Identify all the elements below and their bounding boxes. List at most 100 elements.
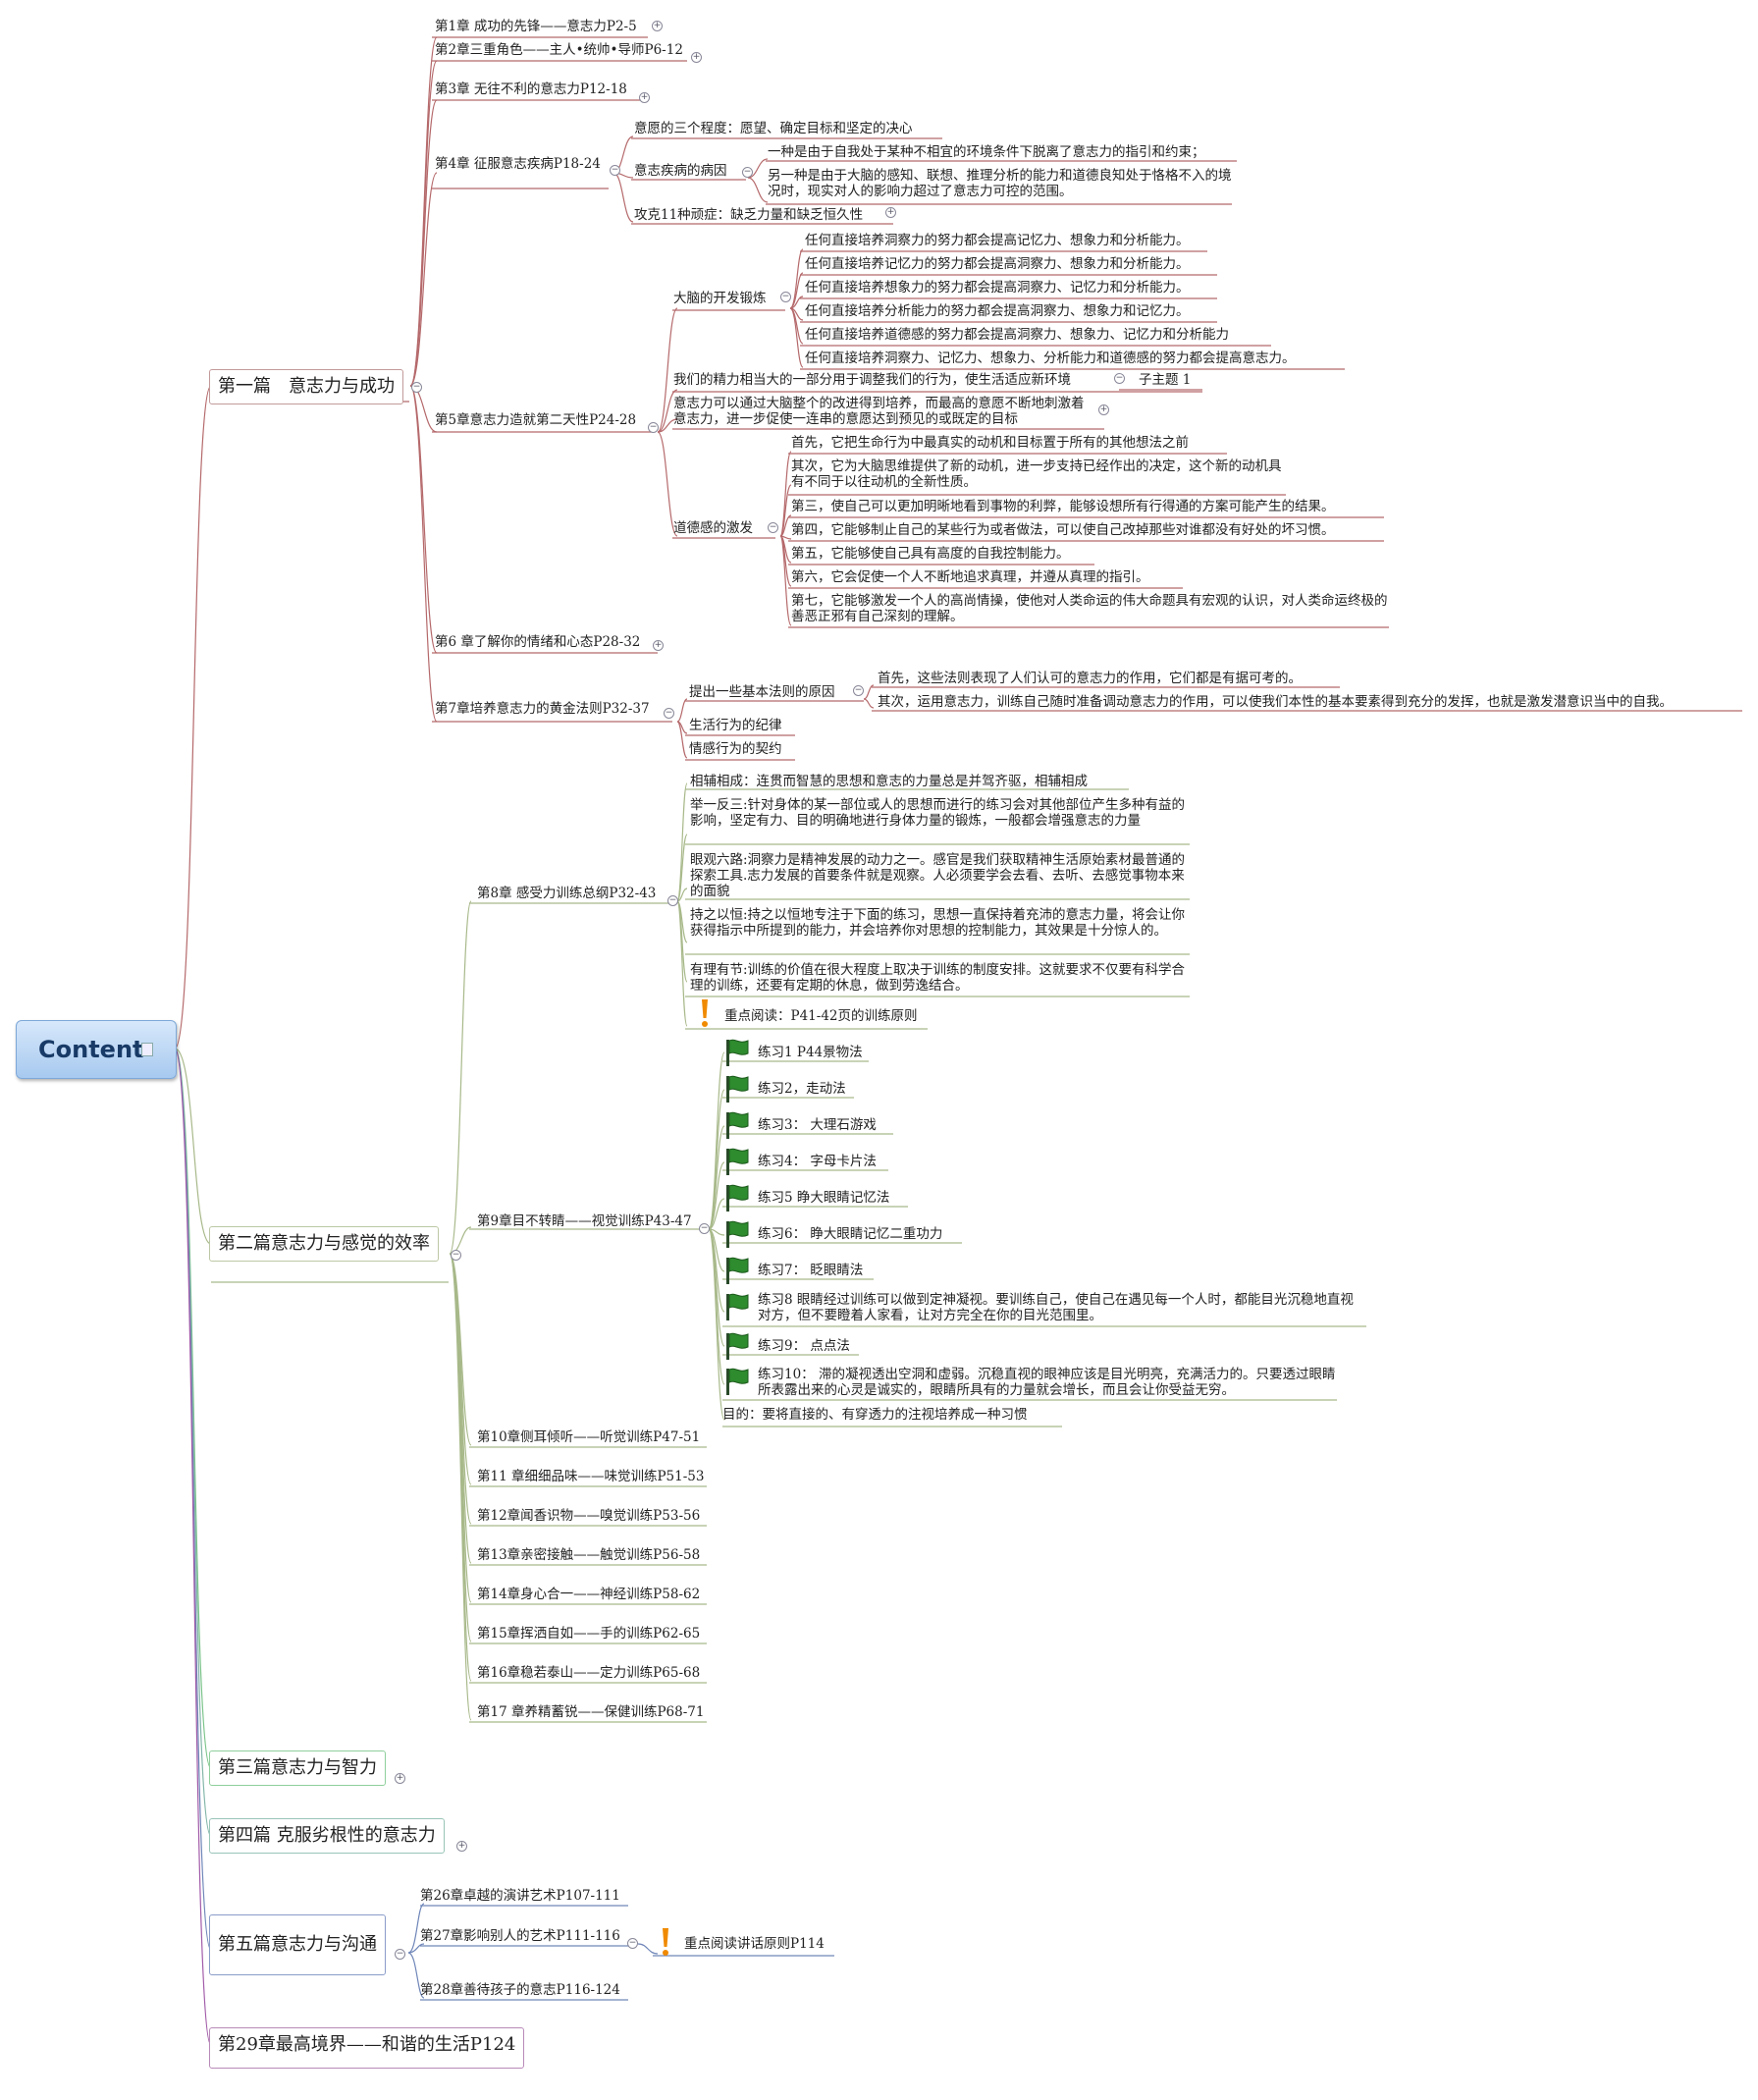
exercise-item[interactable]: 练习5 睁大眼睛记忆法 <box>758 1190 890 1206</box>
ch7-contract[interactable]: 情感行为的契约 <box>689 741 782 757</box>
chapter-8[interactable]: 第8章 感受力训练总纲P32-43 <box>477 886 657 901</box>
chapter-12[interactable]: 第12章闻香识物——嗅觉训练P53-56 <box>477 1508 701 1524</box>
exercise-item[interactable]: 练习3： 大理石游戏 <box>758 1117 877 1133</box>
ch8-item[interactable]: 相辅相成：连贯而智慧的思想和意志的力量总是并驾齐驱，相辅相成 <box>690 774 1088 789</box>
collapse-toggle-icon[interactable]: − <box>610 165 620 176</box>
expand-toggle-icon[interactable]: + <box>1098 404 1109 415</box>
expand-toggle-icon[interactable]: + <box>639 92 650 103</box>
ch5-moral[interactable]: 道德感的激发 <box>673 520 753 536</box>
collapse-toggle-icon[interactable]: − <box>627 1938 638 1949</box>
moral-item[interactable]: 第六，它会促使一个人不断地追求真理，并遵从真理的指引。 <box>791 569 1149 585</box>
central-topic[interactable]: Content <box>16 1020 177 1079</box>
chapter-7[interactable]: 第7章培养意志力的黄金法则P32-37 <box>435 701 650 717</box>
chapter-16[interactable]: 第16章稳若泰山——定力训练P65-68 <box>477 1665 701 1681</box>
chapter-5[interactable]: 第5章意志力造就第二天性P24-28 <box>435 412 637 428</box>
chapter-2[interactable]: 第2章三重角色——主人•统帅•导师P6-12 <box>435 42 683 58</box>
ch27-key-reading[interactable]: 重点阅读讲话原则P114 <box>684 1936 825 1952</box>
ch7-reason[interactable]: 提出一些基本法则的原因 <box>689 684 835 700</box>
ch4-ills[interactable]: 攻克11种顽症：缺乏力量和缺乏恒久性 <box>634 207 864 223</box>
ch8-item[interactable]: 眼观六路:洞察力是精神发展的动力之一。感官是我们获取精神生活原始素材最普通的探索… <box>690 852 1186 899</box>
brain-item[interactable]: 任何直接培养道德感的努力都会提高洞察力、想象力、记忆力和分析能力 <box>805 327 1229 343</box>
exercise-item[interactable]: 练习10： 滞的凝视透出空洞和虚弱。沉稳直视的眼神应该是目光明亮，充满活力的。只… <box>758 1367 1336 1398</box>
collapse-toggle-icon[interactable]: − <box>411 382 422 393</box>
ch8-item[interactable]: 持之以恒:持之以恒地专注于下面的练习，思想一直保持着充沛的意志力量，将会让你获得… <box>690 907 1186 939</box>
part-topic-5[interactable]: 第五篇意志力与沟通 <box>209 1914 386 1975</box>
ch4-causes[interactable]: 意志疾病的病因 <box>634 163 727 179</box>
ch8-item[interactable]: 有理有节:训练的价值在很大程度上取决于训练的制度安排。这就要求不仅要有科学合理的… <box>690 962 1186 994</box>
exercise-item[interactable]: 练习2，走动法 <box>758 1081 846 1097</box>
part-topic-6[interactable]: 第29章最高境界——和谐的生活P124 <box>209 2027 525 2069</box>
chapter-15[interactable]: 第15章挥洒自如——手的训练P62-65 <box>477 1626 701 1642</box>
chapter-10[interactable]: 第10章侧耳倾听——听觉训练P47-51 <box>477 1429 701 1445</box>
ch5-cultivate[interactable]: 意志力可以通过大脑整个的改进得到培养，而最高的意愿不断地刺激着意志力，进一步促使… <box>673 396 1085 427</box>
ch8-key-reading[interactable]: 重点阅读：P41-42页的训练原则 <box>724 1008 918 1024</box>
expand-toggle-icon[interactable]: + <box>652 21 663 31</box>
flag-icon <box>726 1257 749 1284</box>
ch4-cause-1[interactable]: 一种是由于自我处于某种不相宜的环境条件下脱离了意志力的指引和约束； <box>768 144 1205 160</box>
moral-item[interactable]: 其次，它为大脑思维提供了新的动机，进一步支持已经作出的决定，这个新的动机具有不同… <box>791 458 1282 490</box>
chapter-3[interactable]: 第3章 无往不利的意志力P12-18 <box>435 81 627 97</box>
chapter-9[interactable]: 第9章目不转睛——视觉训练P43-47 <box>477 1213 692 1229</box>
brain-item[interactable]: 任何直接培养洞察力、记忆力、想象力、分析能力和道德感的努力都会提高意志力。 <box>805 350 1296 366</box>
ch7-discipline[interactable]: 生活行为的纪律 <box>689 718 782 733</box>
collapse-toggle-icon[interactable]: − <box>768 522 778 533</box>
collapse-toggle-icon[interactable]: − <box>395 1949 405 1960</box>
flag-icon <box>726 1039 749 1066</box>
central-topic-label: Content <box>38 1036 144 1063</box>
chapter-28[interactable]: 第28章善待孩子的意志P116-124 <box>420 1982 620 1998</box>
collapse-toggle-icon[interactable]: − <box>667 895 678 906</box>
flag-icon <box>726 1220 749 1248</box>
exercise-item[interactable]: 练习4： 字母卡片法 <box>758 1154 877 1169</box>
exercise-item[interactable]: 练习1 P44景物法 <box>758 1045 863 1060</box>
moral-item[interactable]: 第三，使自己可以更加明晰地看到事物的利弊，能够设想所有行得通的方案可能产生的结果… <box>791 499 1335 514</box>
collapse-toggle-icon[interactable]: − <box>1114 373 1125 384</box>
ch9-goal[interactable]: 目的：要将直接的、有穿透力的注视培养成一种习惯 <box>722 1407 1028 1423</box>
chapter-14[interactable]: 第14章身心合一——神经训练P58-62 <box>477 1587 701 1602</box>
brain-item[interactable]: 任何直接培养洞察力的努力都会提高记忆力、想象力和分析能力。 <box>805 233 1190 248</box>
part-topic-2[interactable]: 第二篇意志力与感觉的效率 <box>209 1226 439 1262</box>
part-topic-1[interactable]: 第一篇 意志力与成功 <box>209 369 403 404</box>
ch4-cause-2[interactable]: 另一种是由于大脑的感知、联想、推理分析的能力和道德良知处于恪格不入的境况时，现实… <box>768 168 1232 199</box>
moral-item[interactable]: 首先，它把生命行为中最真实的动机和目标置于所有的其他想法之前 <box>791 435 1189 451</box>
chapter-26[interactable]: 第26章卓越的演讲艺术P107-111 <box>420 1888 620 1904</box>
expand-toggle-icon[interactable]: + <box>395 1773 405 1784</box>
brain-item[interactable]: 任何直接培养分析能力的努力都会提高洞察力、想象力和记忆力。 <box>805 303 1190 319</box>
exercise-item[interactable]: 练习7： 眨眼睛法 <box>758 1263 864 1278</box>
chapter-6[interactable]: 第6 章了解你的情绪和心态P28-32 <box>435 634 641 650</box>
ch7-reason-1[interactable]: 首先，这些法则表现了人们认可的意志力的作用，它们都是有据可考的。 <box>878 671 1302 686</box>
part-topic-3[interactable]: 第三篇意志力与智力 <box>209 1750 386 1786</box>
collapse-toggle-icon[interactable]: − <box>780 292 791 302</box>
ch5-brain[interactable]: 大脑的开发锻炼 <box>673 291 767 306</box>
chapter-11[interactable]: 第11 章细细品味——味觉训练P51-53 <box>477 1469 705 1484</box>
expand-toggle-icon[interactable]: + <box>885 207 896 218</box>
exercise-item[interactable]: 练习8 眼睛经过训练可以做到定神凝视。要训练自己，使自己在遇见每一个人时，都能目… <box>758 1292 1354 1323</box>
chapter-13[interactable]: 第13章亲密接触——触觉训练P56-58 <box>477 1547 701 1563</box>
collapse-toggle-icon[interactable]: − <box>699 1223 710 1234</box>
chapter-1[interactable]: 第1章 成功的先锋——意志力P2-5 <box>435 19 637 34</box>
ch7-reason-2[interactable]: 其次，运用意志力，训练自己随时准备调动意志力的作用，可以使我们本性的基本要素得到… <box>878 694 1673 710</box>
collapse-toggle-icon[interactable]: − <box>664 708 674 719</box>
collapse-toggle-icon[interactable]: − <box>742 167 753 178</box>
moral-item[interactable]: 第五，它能够使自己具有高度的自我控制能力。 <box>791 546 1070 562</box>
brain-item[interactable]: 任何直接培养记忆力的努力都会提高洞察力、想象力和分析能力。 <box>805 256 1190 272</box>
exercise-item[interactable]: 练习6： 睁大眼睛记忆二重功力 <box>758 1226 943 1242</box>
collapse-toggle-icon[interactable]: − <box>853 685 864 696</box>
chapter-17[interactable]: 第17 章养精蓄锐——保健训练P68-71 <box>477 1704 705 1720</box>
brain-item[interactable]: 任何直接培养想象力的努力都会提高洞察力、记忆力和分析能力。 <box>805 280 1190 296</box>
moral-item[interactable]: 第四，它能够制止自己的某些行为或者做法，可以使自己改掉那些对谁都没有好处的坏习惯… <box>791 522 1335 538</box>
expand-toggle-icon[interactable]: + <box>653 640 664 651</box>
part-topic-4[interactable]: 第四篇 克服劣根性的意志力 <box>209 1818 445 1854</box>
ch4-degrees[interactable]: 意愿的三个程度：愿望、确定目标和坚定的决心 <box>634 121 913 136</box>
collapse-toggle-icon[interactable]: − <box>648 422 659 433</box>
expand-toggle-icon[interactable]: + <box>456 1841 467 1852</box>
ch5-energy[interactable]: 我们的精力相当大的一部分用于调整我们的行为，使生活适应新环境 <box>673 372 1071 388</box>
chapter-4[interactable]: 第4章 征服意志疾病P18-24 <box>435 156 601 172</box>
exercise-item[interactable]: 练习9： 点点法 <box>758 1338 850 1354</box>
flag-icon <box>726 1184 749 1212</box>
moral-item[interactable]: 第七，它能够激发一个人的高尚情操，使他对人类命运的伟大命题具有宏观的认识，对人类… <box>791 593 1388 624</box>
collapse-toggle-icon[interactable]: − <box>451 1250 461 1261</box>
expand-toggle-icon[interactable]: + <box>691 52 702 63</box>
subtopic-1[interactable]: 子主题 1 <box>1139 372 1192 388</box>
ch8-item[interactable]: 举一反三:针对身体的某一部位或人的思想而进行的练习会对其他部位产生多种有益的影响… <box>690 797 1186 829</box>
chapter-27[interactable]: 第27章影响别人的艺术P111-116 <box>420 1928 620 1944</box>
